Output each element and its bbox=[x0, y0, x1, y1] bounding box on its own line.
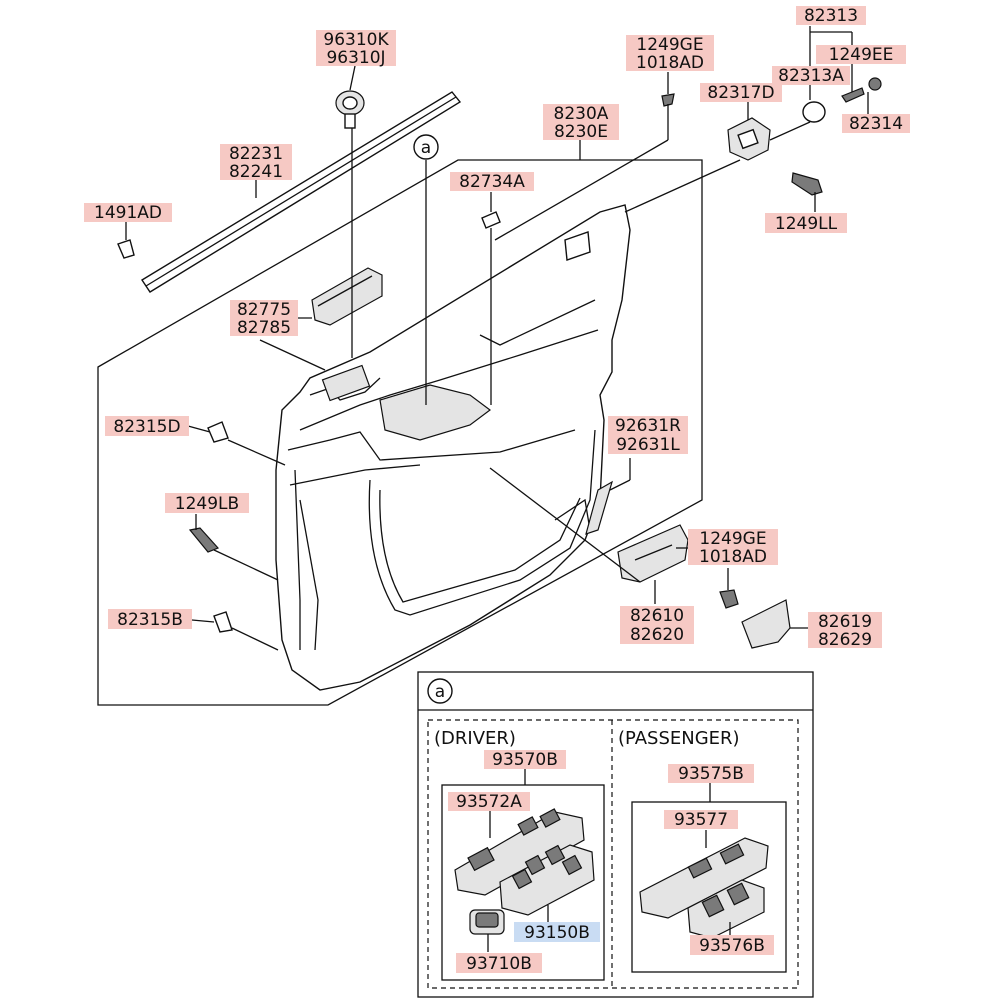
screw-1249ge-mid-part[interactable] bbox=[719, 589, 739, 609]
label-1249ee[interactable]: 1249EE bbox=[829, 45, 894, 65]
trim-strip-92631r-part[interactable] bbox=[585, 480, 613, 535]
label-82313a[interactable]: 82313A bbox=[778, 66, 844, 86]
bracket-82317d-part[interactable] bbox=[727, 117, 771, 161]
clip-1491ad-part[interactable] bbox=[117, 239, 135, 259]
label-93570b[interactable]: 93570B bbox=[492, 750, 558, 770]
label-8230e[interactable]: 8230E bbox=[554, 122, 608, 142]
tweeter-speaker-part[interactable] bbox=[335, 90, 365, 129]
label-1018ad-mid[interactable]: 1018AD bbox=[699, 547, 767, 567]
passenger-header: (PASSENGER) bbox=[618, 728, 740, 749]
label-1249ge-mid[interactable]: 1249GE bbox=[699, 529, 766, 549]
label-1249lb[interactable]: 1249LB bbox=[175, 494, 239, 514]
label-92631r[interactable]: 92631R bbox=[615, 416, 681, 436]
label-82785[interactable]: 82785 bbox=[237, 318, 291, 338]
passenger-power-window-switch[interactable] bbox=[639, 837, 769, 939]
detail-a-marker bbox=[427, 678, 453, 704]
detail-a-marker-text: a bbox=[435, 682, 445, 702]
bolt-1249lb-part[interactable] bbox=[188, 527, 220, 553]
label-82619[interactable]: 82619 bbox=[818, 612, 872, 632]
pull-handle-part[interactable] bbox=[311, 267, 383, 326]
assembly-outline bbox=[97, 159, 703, 706]
label-82734a[interactable]: 82734A bbox=[459, 172, 525, 192]
cap-82313a-part[interactable] bbox=[802, 101, 826, 123]
label-82775[interactable]: 82775 bbox=[237, 300, 291, 320]
bolt-1249ll-part[interactable] bbox=[791, 172, 823, 196]
label-82315b[interactable]: 82315B bbox=[117, 610, 183, 630]
clip-82734a-part[interactable] bbox=[481, 211, 501, 229]
part-labels: 96310K 96310J 82231 82241 1491AD 82775 8… bbox=[84, 6, 910, 650]
clip-82315d-part[interactable] bbox=[207, 421, 229, 443]
label-93576b[interactable]: 93576B bbox=[699, 936, 765, 956]
label-1018ad-top[interactable]: 1018AD bbox=[636, 53, 704, 73]
label-82317d[interactable]: 82317D bbox=[707, 83, 774, 103]
label-1491ad[interactable]: 1491AD bbox=[94, 203, 162, 223]
label-82610[interactable]: 82610 bbox=[630, 606, 684, 626]
label-92631l[interactable]: 92631L bbox=[616, 435, 680, 455]
label-96310j[interactable]: 96310J bbox=[326, 48, 385, 68]
driver-switch-box bbox=[441, 784, 605, 981]
belt-weatherstrip[interactable] bbox=[141, 91, 462, 293]
cover-82619-part[interactable] bbox=[741, 599, 791, 649]
label-93577[interactable]: 93577 bbox=[674, 810, 728, 830]
label-82629[interactable]: 82629 bbox=[818, 630, 872, 650]
label-82315d[interactable]: 82315D bbox=[113, 417, 180, 437]
label-82620[interactable]: 82620 bbox=[630, 625, 684, 645]
driver-header: (DRIVER) bbox=[434, 728, 516, 749]
label-1249ll[interactable]: 1249LL bbox=[775, 214, 838, 234]
label-8230a[interactable]: 8230A bbox=[554, 104, 609, 124]
label-82314[interactable]: 82314 bbox=[849, 114, 903, 134]
screw-1249ee-part[interactable] bbox=[841, 87, 865, 103]
inside-handle-82610-part[interactable] bbox=[617, 524, 689, 583]
detail-a-panel: a (DRIVER) (PASSENGER) 93570B 93572A bbox=[417, 671, 814, 998]
label-93572a[interactable]: 93572A bbox=[456, 792, 522, 812]
label-93575b[interactable]: 93575B bbox=[678, 764, 744, 784]
screw-1249ge-top-part[interactable] bbox=[661, 93, 675, 107]
callout-marker-a[interactable]: a bbox=[413, 134, 439, 160]
passenger-switch-box bbox=[631, 801, 787, 973]
door-trim-panel[interactable] bbox=[275, 204, 631, 691]
label-82313[interactable]: 82313 bbox=[804, 6, 858, 26]
callout-marker-a-text: a bbox=[421, 138, 431, 158]
label-82231[interactable]: 82231 bbox=[229, 144, 283, 164]
label-93710b[interactable]: 93710B bbox=[466, 954, 532, 974]
label-93150b[interactable]: 93150B bbox=[524, 923, 590, 943]
leader-lines bbox=[125, 26, 869, 651]
label-82241[interactable]: 82241 bbox=[229, 162, 283, 182]
label-96310k[interactable]: 96310K bbox=[323, 30, 389, 50]
label-1249ge-top[interactable]: 1249GE bbox=[636, 35, 703, 55]
clip-82315b-part[interactable] bbox=[213, 611, 233, 633]
driver-power-window-switch[interactable] bbox=[454, 808, 595, 935]
nut-82314-part[interactable] bbox=[868, 77, 882, 91]
